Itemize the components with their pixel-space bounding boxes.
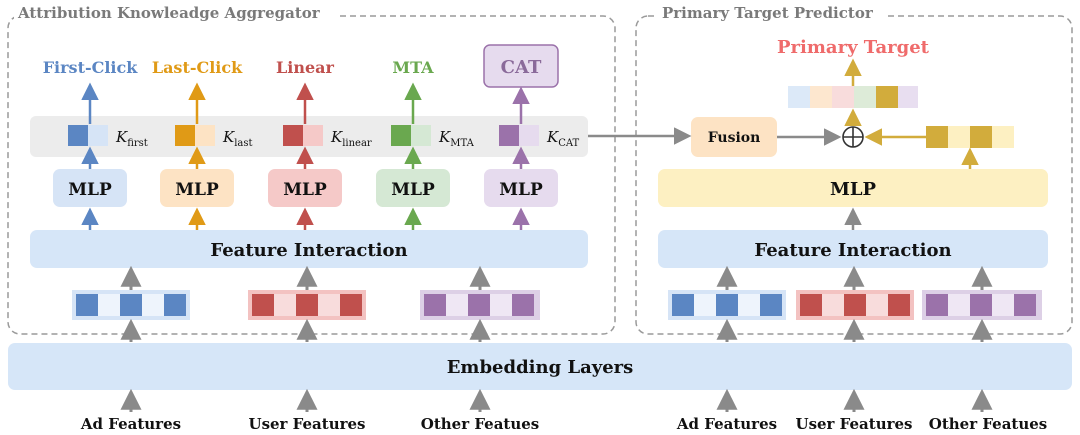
left-user-feature-vector [248,290,366,320]
head-label-cat: CAT [501,57,542,78]
left-feature-interaction-box [30,230,588,268]
input-label-other-right: Other Featues [929,415,1047,433]
primary-target-vector [788,86,918,108]
knowledge-subscript: linear [342,138,372,149]
mlp-box-first-click [53,169,127,207]
head-label-last-click: Last-Click [152,58,243,77]
input-arrows [120,388,993,412]
knowledge-label-linear: Klinear [330,128,372,149]
mlp-label-mta: MLP [391,180,435,200]
right-panel-title: Primary Target Predictor [662,4,874,22]
mlp-output-vector [926,126,1014,148]
mlp-label-first-click: MLP [68,180,112,200]
right-other-feature-vector [922,290,1042,320]
left-other-feature-vector [420,290,540,320]
mlp-label-linear: MLP [283,180,327,200]
right-user-feature-vector [796,290,914,320]
left-ad-feature-vector [72,290,190,320]
knowledge-label-cat: KCAT [546,128,580,149]
knowledge-vector-mta [391,125,411,146]
right-mlp-label: MLP [830,179,877,200]
mlp-box-linear [268,169,342,207]
fusion-label: Fusion [708,130,761,146]
knowledge-vector-last-click [175,125,195,146]
knowledge-subscript: MTA [450,138,474,149]
knowledge-vector-linear [283,125,303,146]
head-label-first-click: First-Click [43,58,139,77]
left-feature-interaction-label: Feature Interaction [210,240,407,261]
right-mlp-box [658,169,1048,207]
head-label-linear: Linear [276,58,335,77]
fusion-box [691,117,777,157]
knowledge-label-last-click: Klast [222,128,253,149]
primary-target-label: Primary Target [777,37,930,58]
knowledge-symbol: K [546,128,559,146]
knowledge-symbol: K [330,128,343,146]
knowledge-vector-first-click [68,125,88,146]
knowledge-vector-cat [499,125,519,146]
knowledge-symbol: K [115,128,128,146]
knowledge-subscript: first [127,138,148,149]
mlp-box-mta [376,169,450,207]
right-feature-interaction-label: Feature Interaction [754,240,951,261]
mlp-box-cat [484,169,558,207]
knowledge-label-mta: KMTA [438,128,475,149]
knowledge-subscript: CAT [558,138,579,149]
head-label-mta: MTA [392,58,434,77]
embedding-to-vector-arrows [120,318,993,342]
input-label-ad-left: Ad Features [80,415,181,433]
knowledge-label-first-click: Kfirst [115,128,148,149]
sum-operator-icon [842,126,864,148]
embedding-layers-box [8,343,1072,390]
mlp-label-last-click: MLP [175,180,219,200]
input-label-other-left: Other Featues [421,415,539,433]
input-label-ad-right: Ad Features [676,415,777,433]
knowledge-subscript: last [234,138,252,149]
mlp-box-last-click [160,169,234,207]
mlp-label-cat: MLP [499,180,543,200]
right-ad-feature-vector [668,290,786,320]
right-feature-interaction-box [658,230,1048,268]
embedding-layers-label: Embedding Layers [447,357,634,378]
input-label-user-right: User Features [795,415,912,433]
input-label-user-left: User Features [248,415,365,433]
left-panel-title: Attribution Knowleadge Aggregator [17,4,321,22]
knowledge-symbol: K [438,128,451,146]
knowledge-symbol: K [222,128,235,146]
